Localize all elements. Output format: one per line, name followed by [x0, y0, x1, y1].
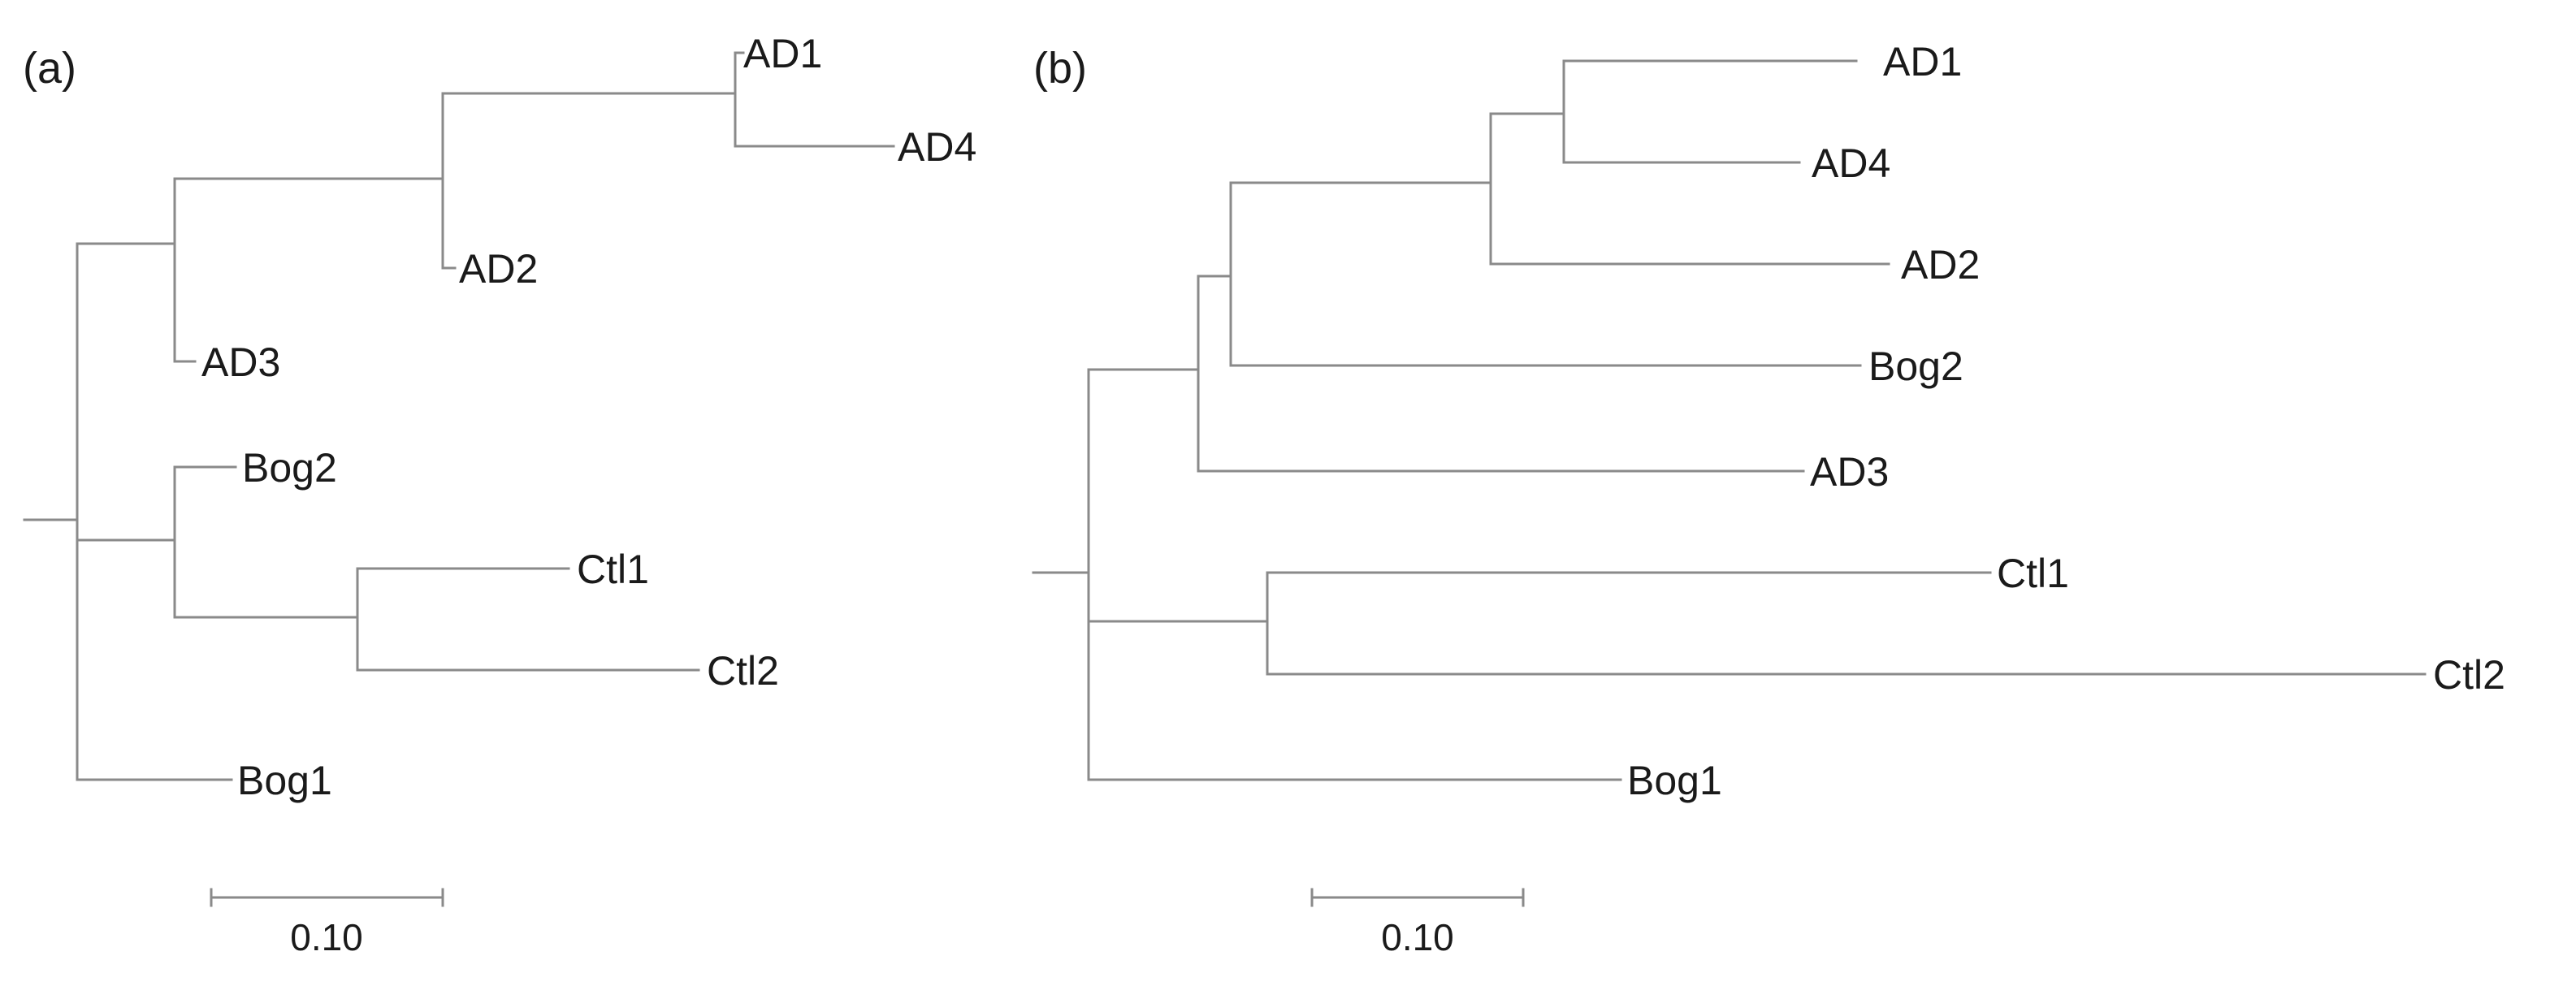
tree-a-leaf-ad2: AD2	[459, 246, 538, 292]
tree-a-leaf-bog1: Bog1	[237, 758, 332, 803]
tree-b-scale-label: 0.10	[1381, 916, 1454, 958]
tree-b-leaf-bog1: Bog1	[1627, 758, 1722, 803]
tree-a-leaf-ad3: AD3	[201, 339, 280, 385]
tree-a-leaf-ad1: AD1	[743, 31, 822, 76]
tree-a-scale-bar: 0.10	[210, 888, 444, 958]
tree-a-leaf-ctl1: Ctl1	[577, 547, 649, 592]
tree-b-leaf-ad2: AD2	[1901, 242, 1980, 288]
tree-b-scale-bar: 0.10	[1310, 888, 1525, 958]
tree-a-leaf-ctl2: Ctl2	[707, 648, 779, 694]
panel-b-label: (b)	[1033, 44, 1087, 93]
panel-a-label: (a)	[23, 44, 76, 93]
panel-b: (b) AD1 AD4 AD2 Bog2 AD3 Ctl1 Ctl2 Bog1	[1032, 39, 2505, 958]
tree-a-scale-label: 0.10	[290, 916, 363, 958]
tree-a-leaf-ad4: AD4	[898, 124, 976, 170]
tree-b-leaf-ad3: AD3	[1810, 449, 1889, 495]
tree-b-leaf-ad1: AD1	[1883, 39, 1962, 84]
tree-b-leaf-ctl1: Ctl1	[1997, 551, 2069, 596]
tree-a-leaf-bog2: Bog2	[242, 445, 337, 491]
panel-a: (a) AD1 AD4 AD2 AD3 Bog2 Ctl1 Ctl2 Bog1	[23, 31, 976, 958]
tree-b-leaf-bog2: Bog2	[1868, 344, 1963, 389]
tree-b-leaf-ad4: AD4	[1812, 141, 1890, 186]
tree-b-leaf-ctl2: Ctl2	[2433, 652, 2505, 698]
